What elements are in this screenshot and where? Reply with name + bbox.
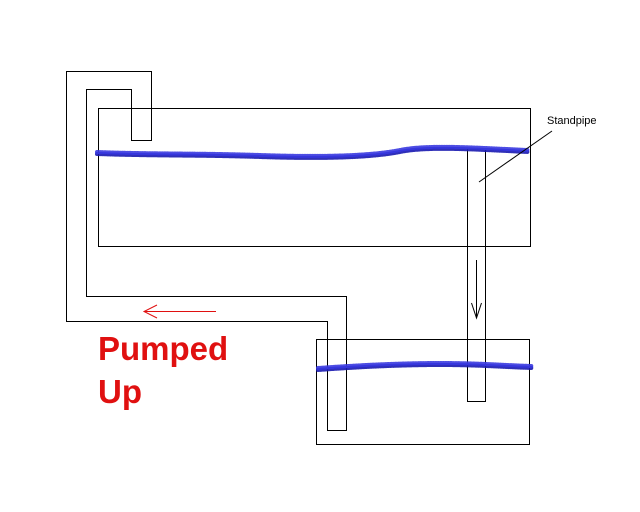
standpipe-label: Standpipe (547, 115, 597, 127)
lower-water-line (316, 360, 534, 372)
upper-tank (98, 108, 531, 247)
standpipe-callout-line (478, 130, 553, 183)
arrow-left-icon (142, 304, 216, 319)
pumped-up-label-line2: Up (98, 373, 142, 410)
lower-tank (316, 339, 530, 445)
return-pipe-outer-wall (66, 71, 347, 431)
pumped-up-label-line1: Pumped (98, 330, 229, 367)
upper-water-line (95, 144, 530, 160)
arrow-down-icon (471, 260, 482, 320)
